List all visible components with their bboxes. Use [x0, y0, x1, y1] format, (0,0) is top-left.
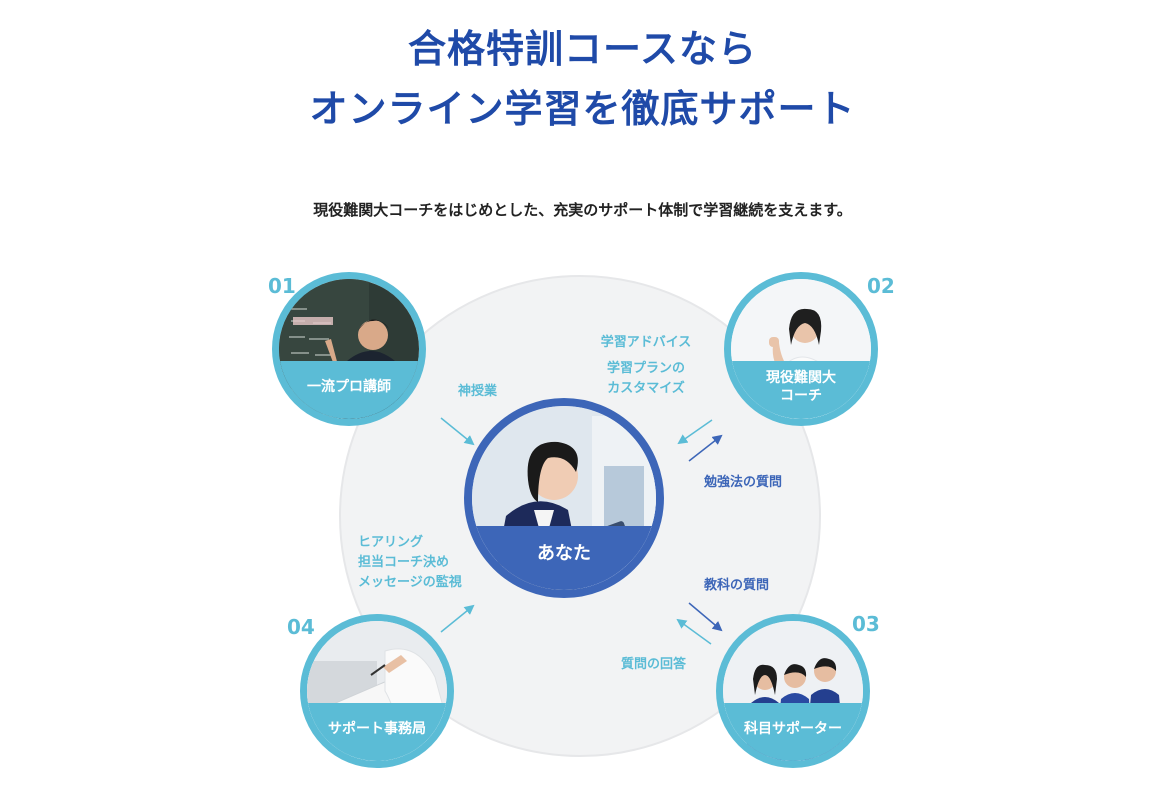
node-label-teacher: 一流プロ講師: [279, 361, 419, 419]
arrow-you-to-supporter: [688, 602, 723, 632]
flow-text-plan-1: 学習プランの: [606, 361, 685, 377]
flow-label-lecture: 神授業: [458, 384, 498, 399]
title-line-2: オンライン学習を徹底サポート: [309, 87, 856, 131]
node-teacher: 一流プロ講師: [272, 272, 426, 426]
arrow-coach-to-you: [677, 419, 713, 445]
arrow-supporter-to-you: [676, 618, 712, 645]
flow-text-office-1: ヒアリング: [358, 535, 424, 550]
node-label-coach: 現役難関大 コーチ: [731, 361, 871, 419]
node-label-coach-line2: コーチ: [780, 388, 822, 404]
flow-label-coach-advice: 学習アドバイス 学習プランの カスタマイズ: [588, 333, 704, 399]
flow-text-plan-2: カスタマイズ: [607, 381, 685, 397]
page-subtitle: 現役難関大コーチをはじめとした、充実のサポート体制で学習継続を支えます。: [313, 201, 852, 219]
flow-text-advice: 学習アドバイス: [600, 335, 692, 350]
arrow-you-to-coach: [688, 434, 723, 462]
node-label-office: サポート事務局: [307, 703, 447, 761]
flow-label-office: ヒアリング 担当コーチ決め メッセージの監視: [358, 533, 462, 593]
node-label-coach-line1: 現役難関大: [766, 369, 836, 386]
node-label-supporter: 科目サポーター: [723, 703, 863, 761]
flow-text-office-2: 担当コーチ決め: [358, 555, 450, 571]
arrow-teacher-to-you: [440, 417, 475, 446]
title-line-1: 合格特訓コースなら: [407, 27, 758, 71]
flow-label-subject-question: 教科の質問: [704, 578, 770, 593]
node-coach: 現役難関大 コーチ: [724, 272, 878, 426]
node-you: あなた: [464, 398, 664, 598]
flow-text-office-3: メッセージの監視: [358, 575, 462, 591]
flow-label-study-question: 勉強法の質問: [704, 475, 783, 490]
node-label-you: あなた: [472, 526, 656, 590]
flow-label-answer: 質問の回答: [621, 657, 687, 672]
node-number-02: 02: [867, 274, 895, 298]
node-supporter: 科目サポーター: [716, 614, 870, 768]
node-office: サポート事務局: [300, 614, 454, 768]
